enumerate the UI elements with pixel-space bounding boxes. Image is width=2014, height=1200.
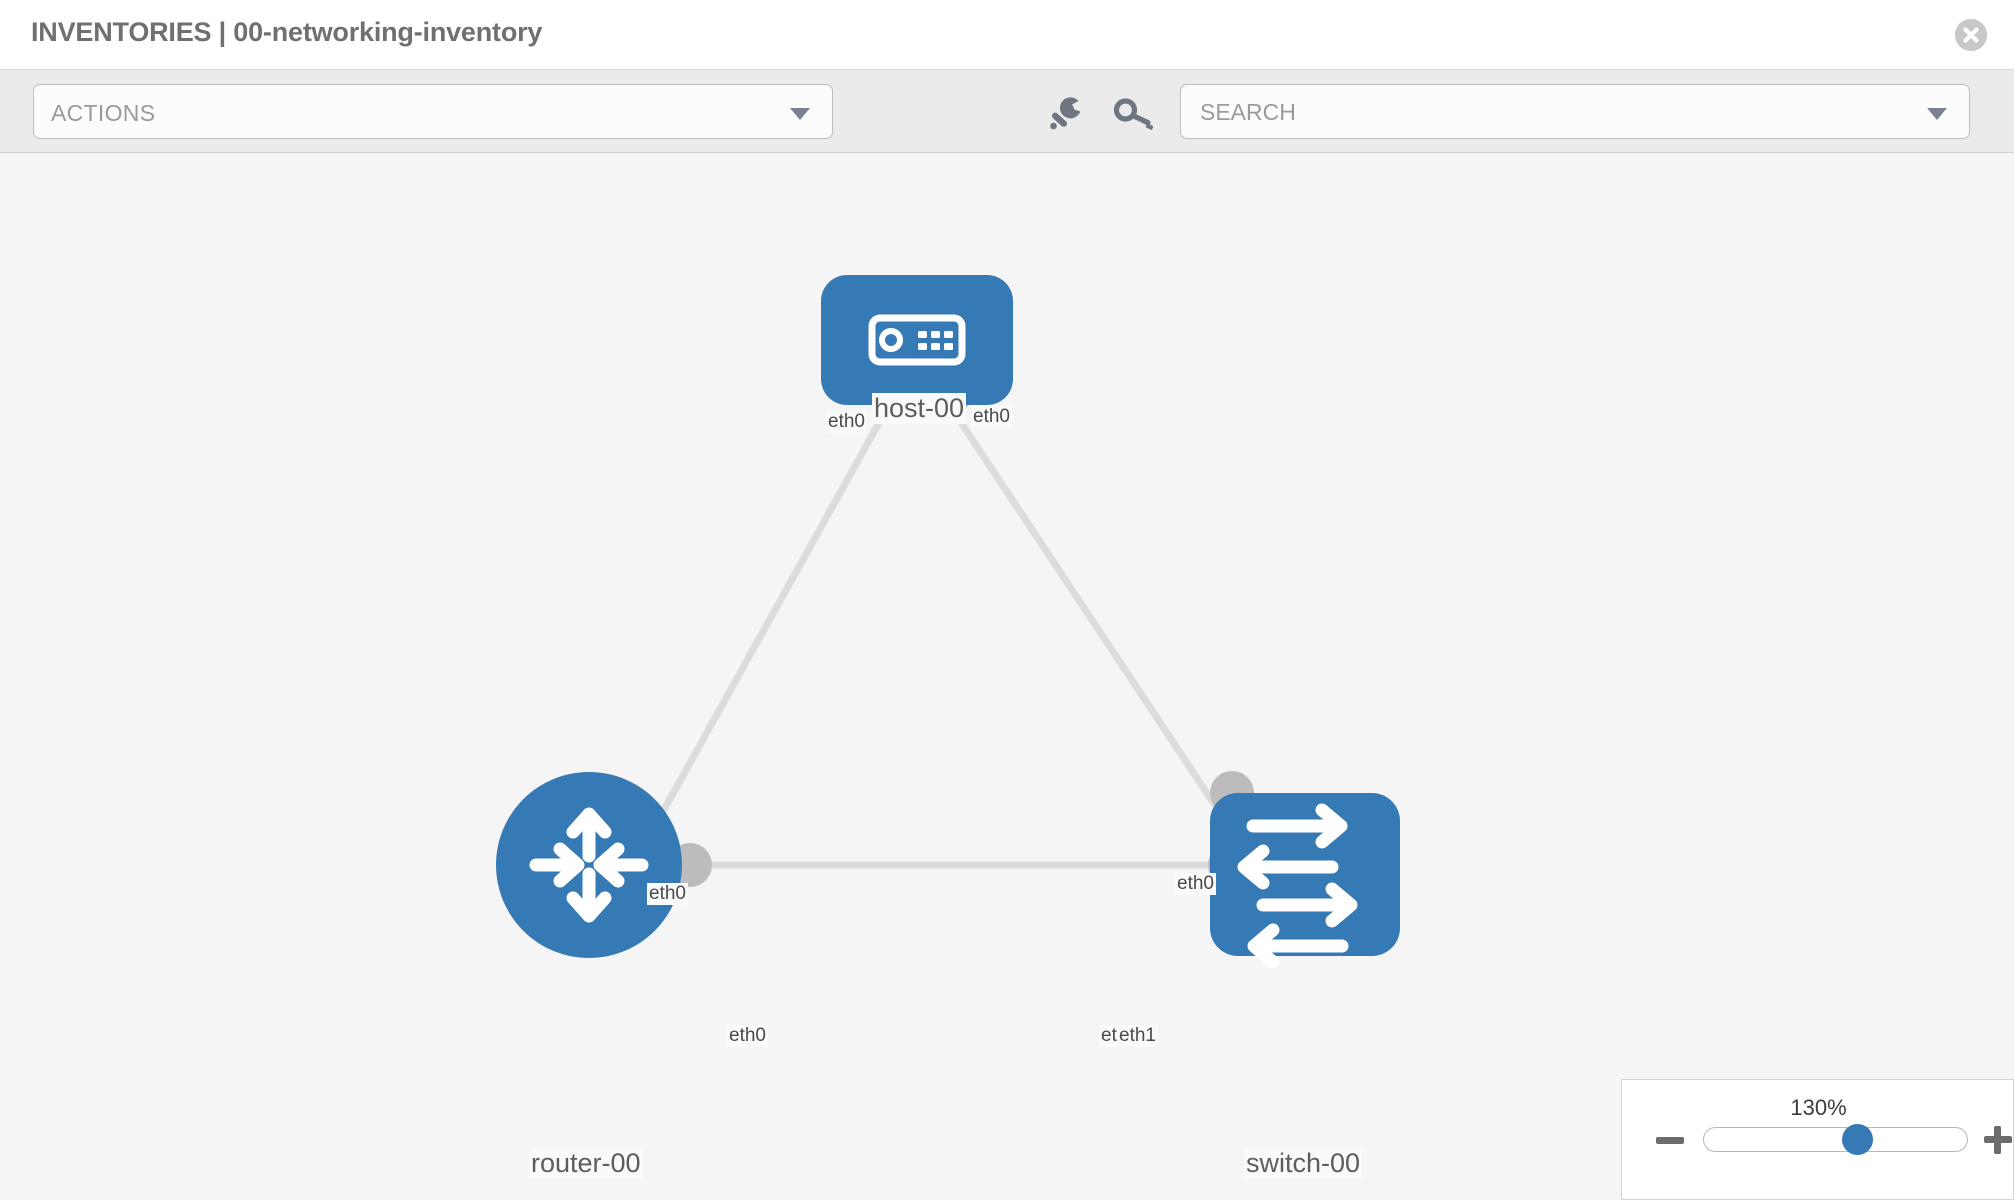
- edge-label-host-right: eth0: [971, 406, 1012, 428]
- edge-host-router: [636, 401, 894, 855]
- zoom-slider-track[interactable]: [1703, 1127, 1968, 1152]
- zoom-level-value: 130%: [1790, 1095, 1847, 1120]
- toolbar: ACTIONS: [0, 70, 2014, 153]
- zoom-control-panel: 130%: [1621, 1079, 2014, 1200]
- edge-label-router-right: eth0: [727, 1025, 768, 1047]
- wrench-icon[interactable]: [1046, 96, 1086, 132]
- actions-dropdown-label: ACTIONS: [51, 100, 156, 126]
- edge-label-switch-left: eth1: [1117, 1025, 1158, 1047]
- search-input[interactable]: [1198, 85, 1902, 140]
- edge-host-switch: [945, 401, 1243, 845]
- key-icon[interactable]: [1113, 96, 1154, 132]
- node-label-switch-00: switch-00: [1244, 1148, 1363, 1179]
- topology-graph: [496, 275, 1400, 969]
- page-title: INVENTORIES | 00-networking-inventory: [31, 17, 543, 47]
- page-header: INVENTORIES | 00-networking-inventory: [0, 0, 2014, 70]
- zoom-out-button[interactable]: [1656, 1137, 1684, 1144]
- edge-label-host-left: eth0: [826, 411, 867, 433]
- edge-label-switch-up: eth0: [1175, 873, 1216, 895]
- edge-label-router-up: eth0: [647, 883, 688, 905]
- connector-nubs: [668, 371, 1254, 887]
- actions-dropdown[interactable]: ACTIONS: [33, 84, 833, 139]
- topology-canvas[interactable]: eth0 host-00 eth0 eth0 eth0 eth0 eth eth…: [0, 153, 2014, 1200]
- node-label-host-00: host-00: [872, 393, 967, 424]
- node-switch-00[interactable]: [1210, 793, 1400, 969]
- node-host-00[interactable]: [821, 275, 1013, 405]
- search-field[interactable]: [1180, 84, 1970, 140]
- zoom-in-button[interactable]: [1984, 1126, 2012, 1154]
- chevron-down-icon: [790, 108, 810, 120]
- node-label-router-00: router-00: [529, 1148, 643, 1179]
- chevron-down-icon[interactable]: [1927, 108, 1947, 120]
- zoom-slider-thumb[interactable]: [1842, 1124, 1873, 1155]
- node-router-00[interactable]: [496, 772, 682, 958]
- close-icon[interactable]: [1955, 19, 1987, 51]
